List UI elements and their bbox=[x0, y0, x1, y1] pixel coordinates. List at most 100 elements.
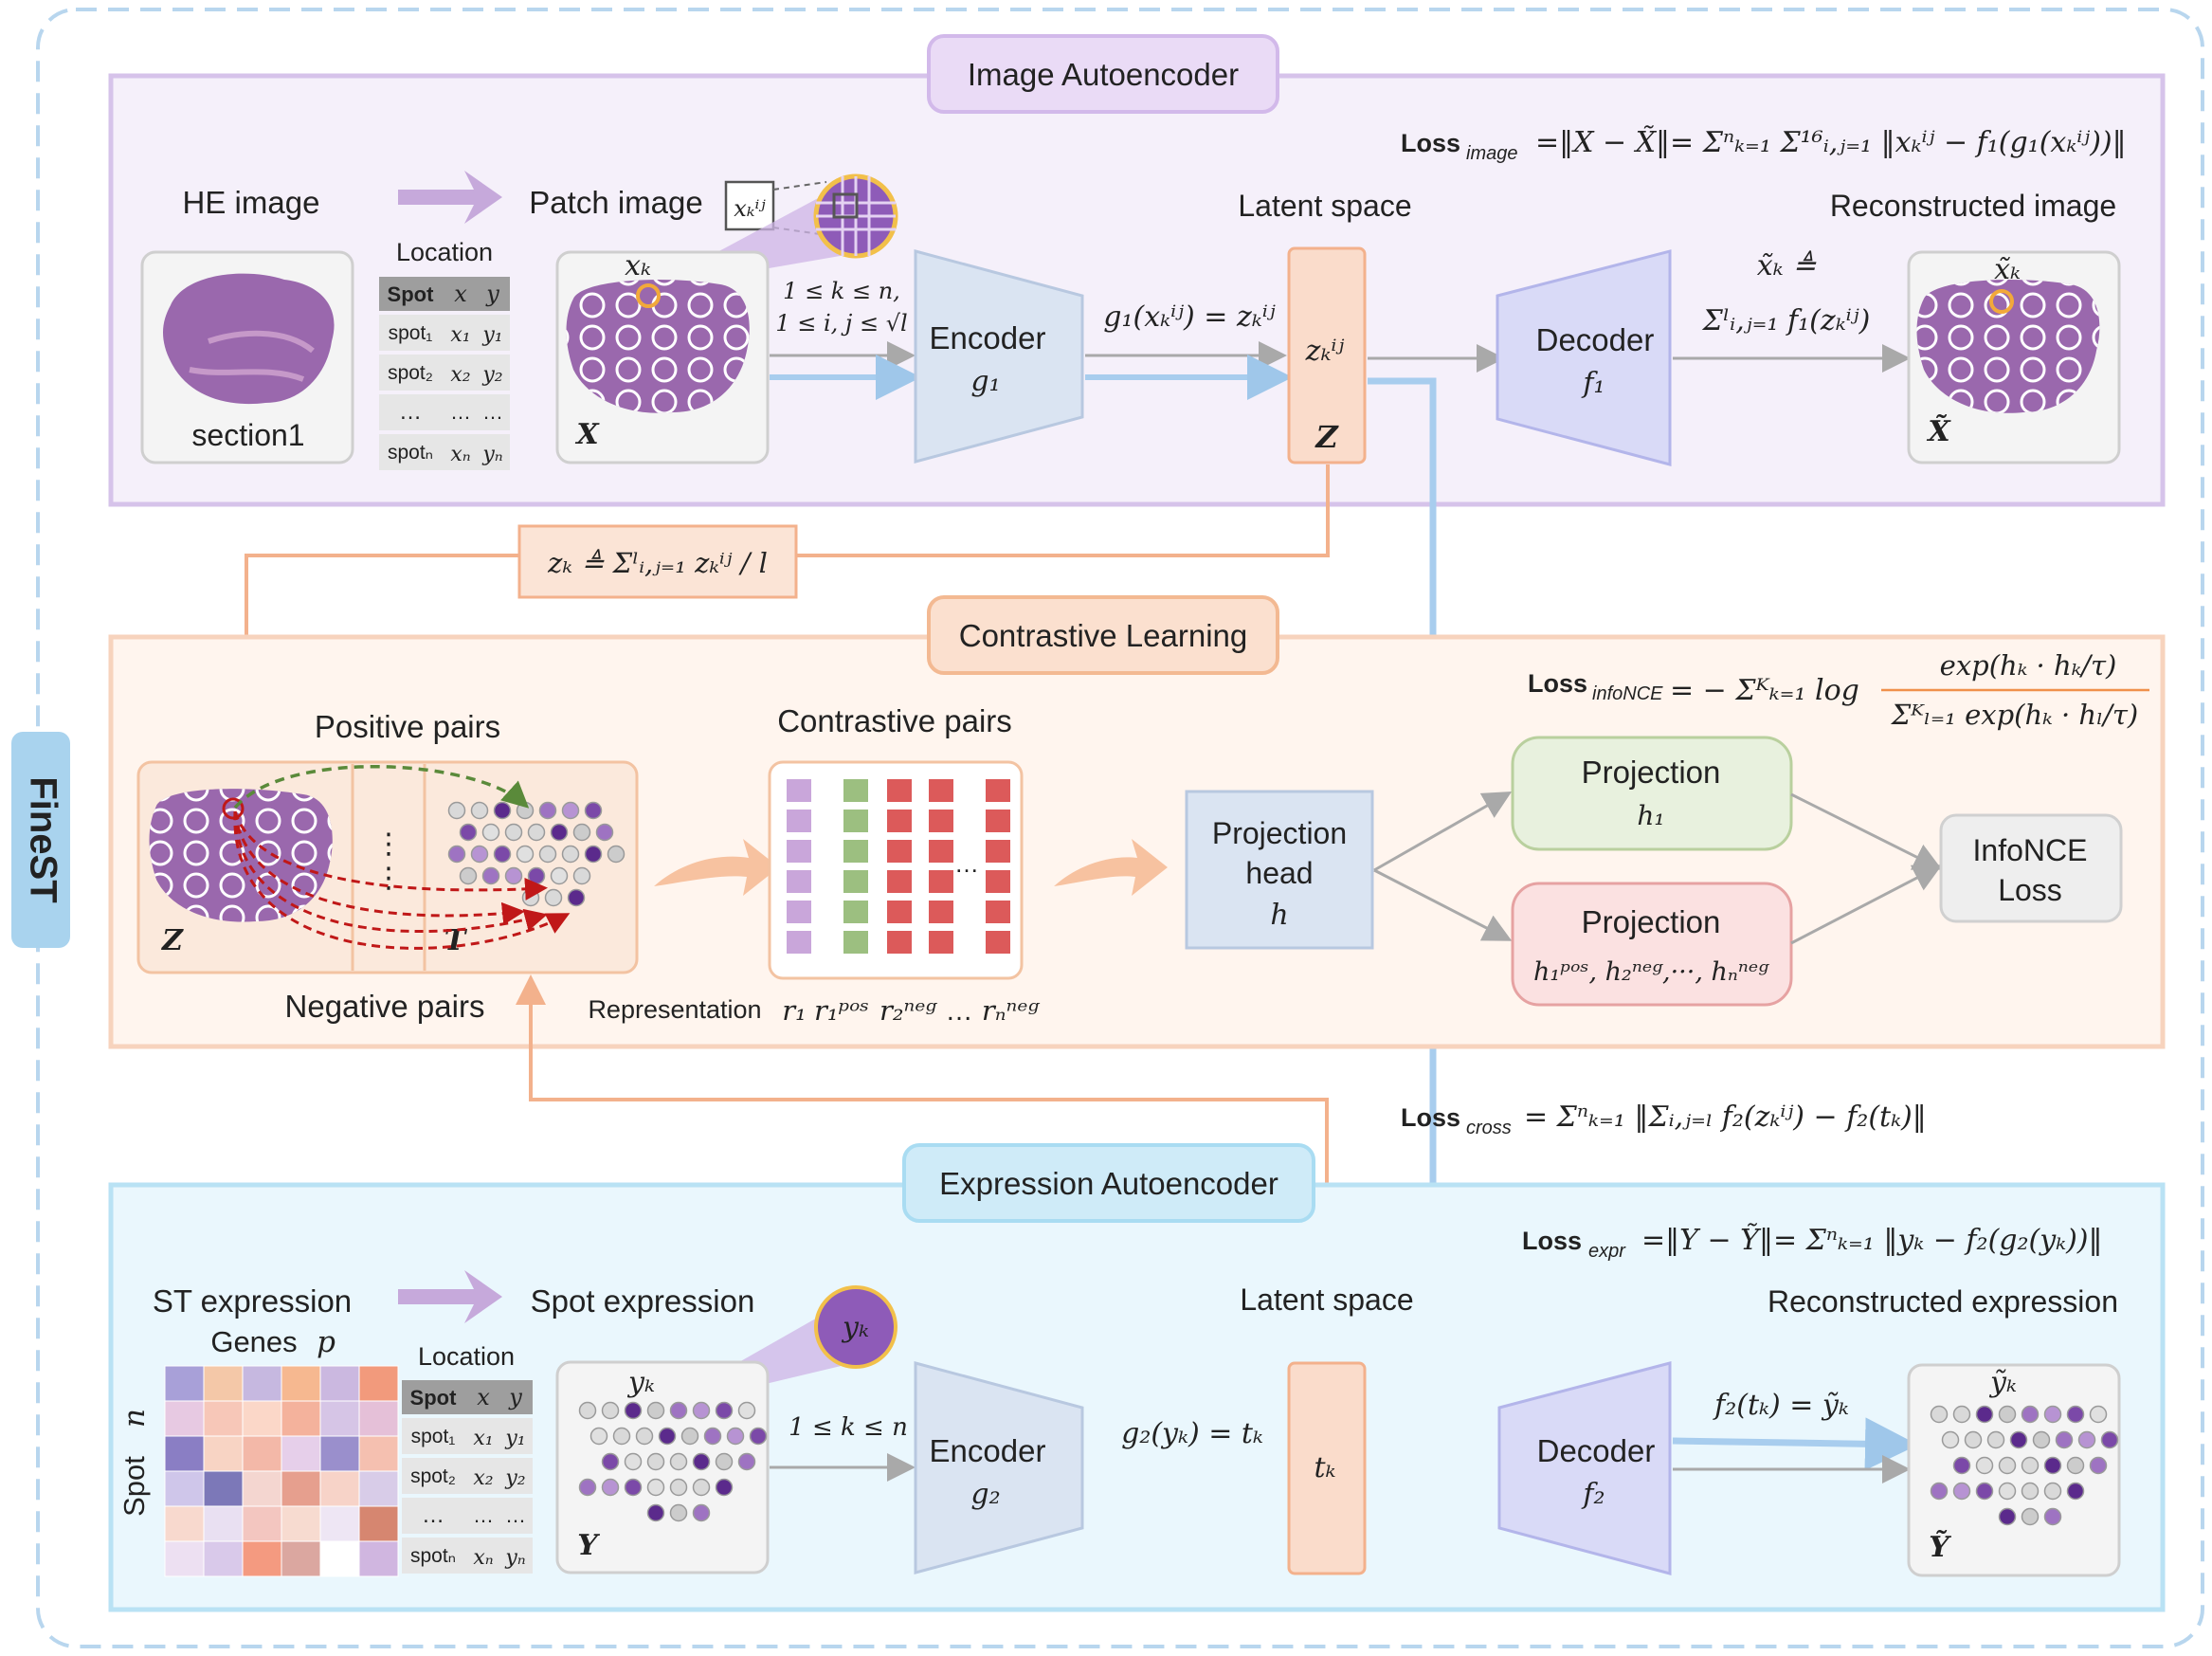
pair-block bbox=[787, 931, 811, 954]
heatmap-cell bbox=[203, 1365, 244, 1402]
infonce-loss-den: Σᴷₗ₌₁ exp(hₖ · hₗ/τ) bbox=[1891, 699, 2138, 731]
spot-expr-grid bbox=[578, 1401, 768, 1522]
t-spot bbox=[481, 866, 500, 885]
pair-block bbox=[986, 870, 1010, 893]
spot-dot bbox=[589, 1427, 608, 1446]
pair-block bbox=[787, 779, 811, 802]
heatmap-cell bbox=[319, 1540, 360, 1577]
t-spot bbox=[561, 801, 580, 820]
expr-loc-r1-y: y₁ bbox=[504, 1427, 525, 1450]
t-spot bbox=[572, 866, 591, 885]
pair-block bbox=[929, 870, 953, 893]
proj-head-line1: Projection bbox=[1212, 816, 1347, 850]
heatmap-cell bbox=[203, 1400, 244, 1437]
recon-selected-spot bbox=[1989, 289, 2014, 314]
image-location-title: Location bbox=[396, 238, 493, 266]
recon-spot-dot bbox=[2066, 1482, 2085, 1501]
pair-block bbox=[986, 840, 1010, 863]
t-spot bbox=[447, 801, 466, 820]
t-spot bbox=[504, 866, 523, 885]
loc-r4-spot: spotₙ bbox=[388, 442, 433, 464]
pair-block bbox=[929, 840, 953, 863]
t-spot bbox=[561, 845, 580, 864]
spot-dot bbox=[669, 1478, 688, 1497]
recon-spot-dot bbox=[2055, 1430, 2074, 1449]
image-ae-title-box bbox=[927, 34, 1279, 114]
pair-block bbox=[887, 810, 912, 832]
pair-block bbox=[787, 810, 811, 832]
heatmap-cell bbox=[281, 1505, 321, 1542]
pairs-dots: … bbox=[954, 849, 979, 878]
t-spot bbox=[607, 845, 626, 864]
loc-r1-spot: spot₁ bbox=[389, 322, 433, 344]
expr-loc-header-spot: Spot bbox=[410, 1386, 458, 1410]
proj-pos-sym: h₁ bbox=[1637, 800, 1664, 831]
heatmap-cell bbox=[281, 1470, 321, 1507]
loc-r3-y: … bbox=[482, 400, 503, 424]
heatmap-cell bbox=[319, 1505, 360, 1542]
spot-expression-label: Spot expression bbox=[531, 1283, 755, 1319]
loc-r3-spot: … bbox=[399, 399, 422, 425]
heatmap-cell bbox=[203, 1505, 244, 1542]
heatmap-cell bbox=[281, 1365, 321, 1402]
t-spot bbox=[504, 823, 523, 842]
t-spot bbox=[527, 823, 546, 842]
pair-block bbox=[986, 779, 1010, 802]
expr-ae-title: Expression Autoencoder bbox=[939, 1166, 1278, 1201]
infonce-line1: InfoNCE bbox=[1973, 833, 2088, 867]
t-spot bbox=[493, 845, 512, 864]
infonce-box bbox=[1939, 813, 2123, 923]
cross-loss-sub: cross bbox=[1466, 1118, 1512, 1138]
pair-block bbox=[887, 931, 912, 954]
t-spot bbox=[459, 823, 478, 842]
infonce-loss: Loss infoNCE = − Σᴷₖ₌₁ log exp(hₖ · hₖ/τ… bbox=[1528, 649, 2149, 731]
spot-dot bbox=[680, 1427, 699, 1446]
loc-header-x: x bbox=[454, 281, 467, 307]
expr-loc-r3-y: … bbox=[505, 1503, 526, 1527]
cross-loss: Loss cross = Σⁿₖ₌₁ ‖Σᵢ,ⱼ₌ₗ f₂(zₖⁱʲ) − f₂… bbox=[1401, 1101, 1927, 1138]
heatmap-cell bbox=[319, 1400, 360, 1437]
t-spot bbox=[516, 845, 535, 864]
pair-block bbox=[787, 840, 811, 863]
t-spot bbox=[550, 866, 569, 885]
heatmap-cell bbox=[164, 1365, 205, 1402]
recon-expr-label: Reconstructed expression bbox=[1768, 1284, 2118, 1319]
pair-block bbox=[843, 840, 868, 863]
contrast-t-spots bbox=[447, 801, 626, 907]
recon-spot-dot bbox=[1975, 1456, 1994, 1475]
contrast-Z-label: Z bbox=[161, 924, 184, 957]
recon-spot-dot bbox=[2009, 1430, 2028, 1449]
recon-spot-dot bbox=[1952, 1456, 1971, 1475]
genes-label: Genes bbox=[210, 1325, 297, 1358]
spot-dot bbox=[692, 1478, 711, 1497]
t-spot bbox=[544, 888, 563, 907]
spot-dot bbox=[715, 1452, 734, 1471]
recon-spot-dot bbox=[2089, 1456, 2108, 1475]
aggregate-formula: zₖ ≜ Σˡᵢ,ⱼ₌₁ zₖⁱʲ / l bbox=[547, 547, 768, 579]
heatmap-cell bbox=[164, 1400, 205, 1437]
loc-header-y: y bbox=[485, 281, 499, 307]
patch-image-label: Patch image bbox=[529, 185, 702, 220]
expr-loc-r2-spot: spot₂ bbox=[410, 1465, 456, 1487]
recon-sym: x̃ₖ bbox=[1994, 253, 2021, 286]
rep-rpos: r₁ᵖᵒˢ bbox=[814, 994, 869, 1027]
recon-expr-sym: ỹₖ bbox=[1988, 1366, 2017, 1399]
expr-loc-r4-y: yₙ bbox=[504, 1546, 525, 1570]
loc-r4-y: yₙ bbox=[481, 443, 502, 466]
image-loss-label: Loss bbox=[1401, 129, 1460, 157]
heatmap-cell bbox=[203, 1470, 244, 1507]
expr-loc-r1-x: x₁ bbox=[473, 1427, 493, 1450]
expr-encoder bbox=[914, 1361, 1084, 1574]
loc-r1-y: y₁ bbox=[481, 323, 502, 347]
expr-flow-arrow bbox=[398, 1270, 502, 1323]
pair-block bbox=[887, 901, 912, 923]
spot-axis-sym: n bbox=[118, 1409, 152, 1428]
projection-head bbox=[1185, 790, 1374, 950]
expr-latent-sym: tₖ bbox=[1315, 1451, 1336, 1484]
spot-dot bbox=[715, 1401, 734, 1420]
image-decode-line2: Σˡᵢ,ⱼ₌₁ f₁(zₖⁱʲ) bbox=[1702, 304, 1871, 337]
contrastive-title-box bbox=[927, 595, 1279, 675]
heatmap-cell bbox=[242, 1365, 282, 1402]
pair-block bbox=[929, 810, 953, 832]
